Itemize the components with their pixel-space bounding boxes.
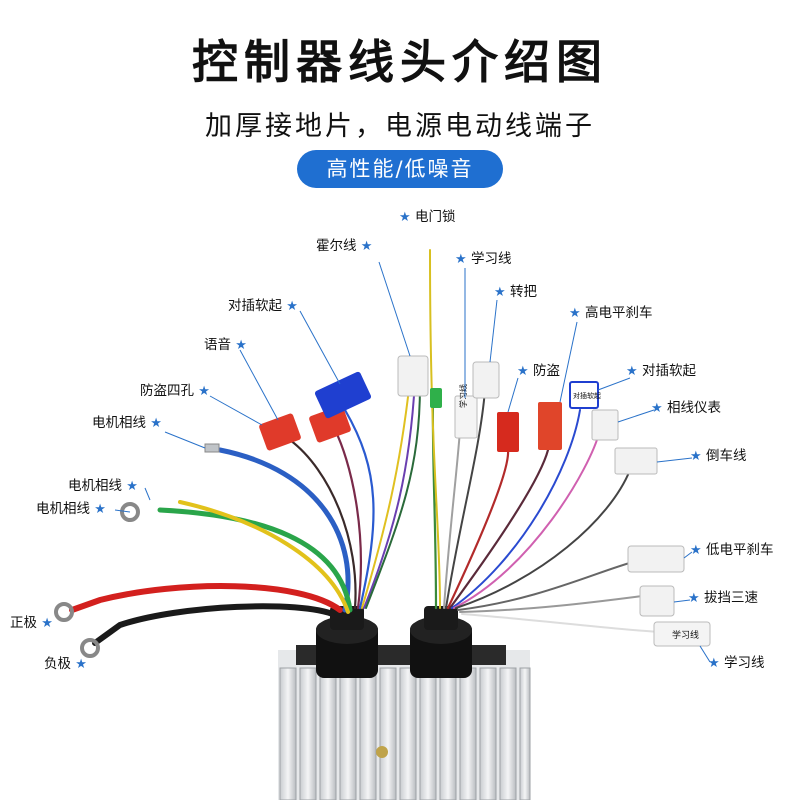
negative-wire <box>92 603 338 646</box>
star-icon: ★ <box>688 591 700 606</box>
star-icon: ★ <box>708 656 720 671</box>
star-icon: ★ <box>517 364 529 379</box>
label-soft-start-right: ★ 对插软起 <box>626 363 696 379</box>
label-three-speed: ★ 拔挡三速 <box>688 590 758 606</box>
label-high-brake: ★ 高电平刹车 <box>569 305 653 321</box>
label-phase-meter: ★ 相线仪表 <box>651 400 721 416</box>
page-title: 控制器线头介绍图 <box>192 35 608 89</box>
label-negative: 负极 ★ <box>44 656 87 672</box>
star-icon: ★ <box>360 239 373 254</box>
star-icon: ★ <box>626 364 638 379</box>
label-reverse-wire: ★ 倒车线 <box>690 448 747 464</box>
star-icon: ★ <box>41 616 53 631</box>
ring-terminals <box>54 443 220 658</box>
label-hall-wire: 霍尔线 ★ <box>316 238 373 254</box>
star-icon: ★ <box>75 657 87 672</box>
star-icon: ★ <box>569 306 581 321</box>
feature-badge: 高性能/低噪音 <box>297 150 503 188</box>
positive-wire <box>69 583 343 613</box>
phase-wire-blue <box>217 447 351 613</box>
label-motor-phase-2: 电机相线 ★ <box>68 478 138 494</box>
label-door-lock: ★ 电门锁 <box>399 209 456 225</box>
star-icon: ★ <box>399 210 411 225</box>
label-anti-theft-4hole: 防盗四孔 ★ <box>140 383 210 399</box>
label-throttle: ★ 转把 <box>494 284 537 300</box>
label-voice: 语音 ★ <box>204 337 247 353</box>
soft-start-tag: 对插软起 <box>573 392 601 400</box>
star-icon: ★ <box>494 285 506 300</box>
phase-wire-yellow <box>178 500 350 614</box>
label-learn-wire-top: ★ 学习线 <box>455 251 512 267</box>
connectors <box>259 355 711 647</box>
page-subtitle: 加厚接地片，电源电动线端子 <box>205 111 595 142</box>
label-low-brake: ★ 低电平刹车 <box>690 542 774 558</box>
learn-tag-bottom: 学习线 <box>672 631 700 641</box>
controller-housing <box>278 645 531 800</box>
label-motor-phase-3: 电机相线 ★ <box>36 501 106 517</box>
label-learn-wire-bottom: ★ 学习线 <box>708 655 765 671</box>
label-anti-theft-right: ★ 防盗 <box>517 363 560 379</box>
star-icon: ★ <box>455 252 467 267</box>
star-icon: ★ <box>94 502 106 517</box>
star-icon: ★ <box>235 338 247 353</box>
star-icon: ★ <box>198 384 210 399</box>
star-icon: ★ <box>690 543 702 558</box>
star-icon: ★ <box>126 479 138 494</box>
star-icon: ★ <box>690 449 702 464</box>
label-motor-phase-1: 电机相线 ★ <box>92 415 162 431</box>
star-icon: ★ <box>150 416 162 431</box>
phase-wire-green <box>157 507 353 613</box>
label-positive: 正极 ★ <box>10 615 53 631</box>
star-icon: ★ <box>651 401 663 416</box>
cable-gland-left <box>316 606 378 678</box>
label-soft-start-left: 对插软起 ★ <box>228 298 298 314</box>
learn-tag-top: 学习线 <box>459 384 468 408</box>
star-icon: ★ <box>286 299 298 314</box>
cable-gland-right <box>410 606 472 678</box>
